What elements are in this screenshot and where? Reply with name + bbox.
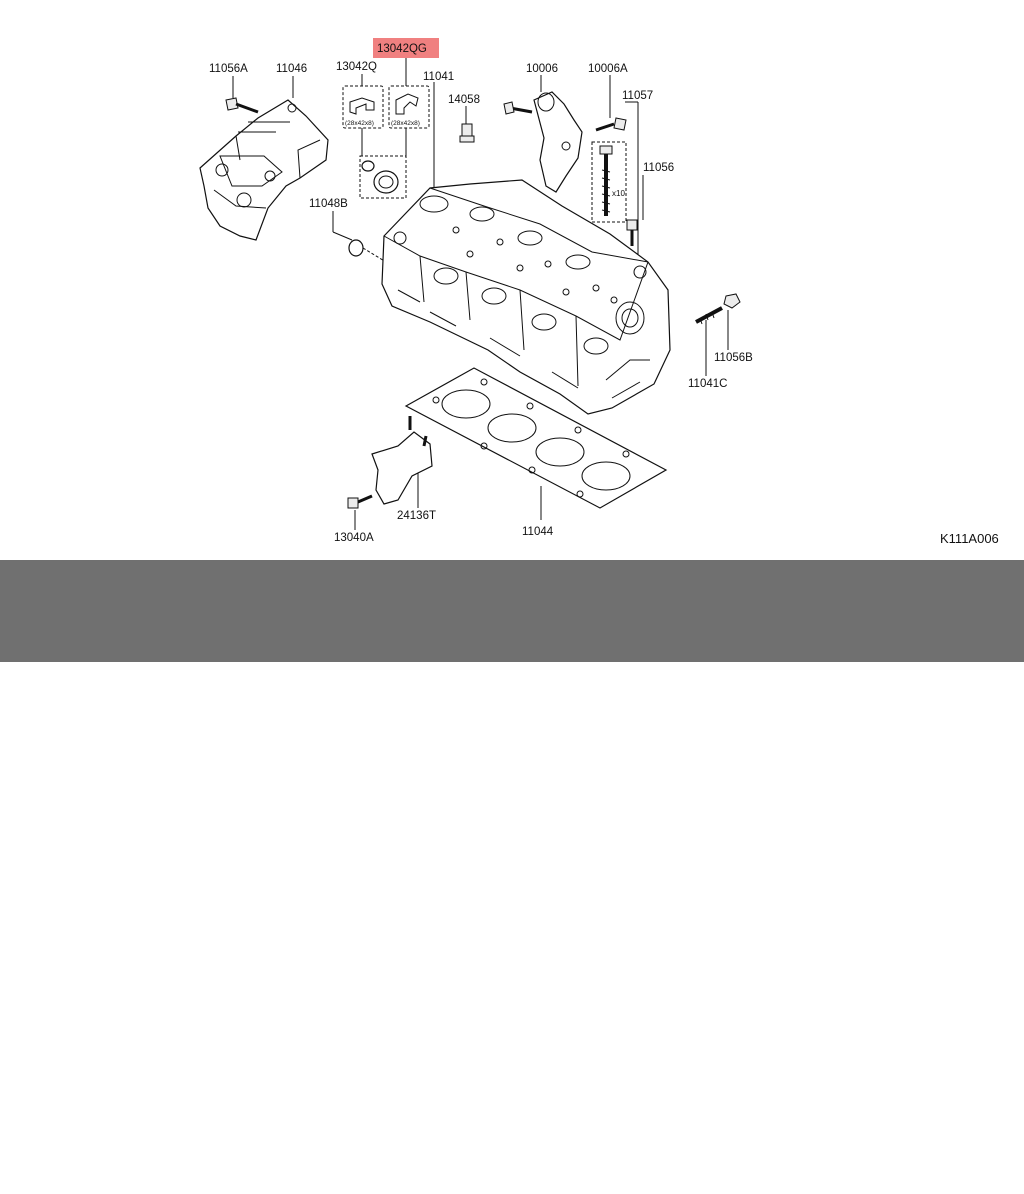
highlight-box [373,38,439,58]
diagram-svg: (28x42x8) (28x42x8) [199,38,999,546]
label-11056A: 11056A [209,63,248,75]
footer-banner: NISSAN INFINITI - 1300100QAC N - 13042QG [0,560,1024,1193]
label-11041C: 11041C [688,378,727,390]
label-11048B: 11048B [309,198,348,210]
footer-part-numbers: NISSAN INFINITI - 1300100QAC N - 13042QG [88,1152,938,1193]
label-11056B: 11056B [714,352,753,364]
label-13040A: 13040A [334,532,374,544]
label-10006A: 10006A [588,63,628,75]
label-11046: 11046 [276,63,307,75]
stud-11041C [695,306,723,325]
bolt-13040A [347,494,373,509]
label-11044: 11044 [522,526,554,538]
cylinder-head-11041 [381,179,671,415]
bracket-11046 [199,97,329,241]
label-14058: 14058 [448,94,480,106]
label-11056: 11056 [643,162,674,174]
seal-dim-2: (28x42x8) [391,120,420,127]
label-11041: 11041 [423,71,454,83]
seals-13042Q: (28x42x8) (28x42x8) [342,85,430,199]
label-11057: 11057 [622,90,653,102]
label-24136T: 24136T [397,510,436,522]
nut-11056B [723,293,741,309]
bolt-10006A [595,117,627,132]
label-13042QG: 13042QG [377,43,427,55]
bolt-11056 [626,219,638,246]
head-bolts-11057: x10 [591,141,627,223]
plug-11048B [348,239,387,263]
label-10006: 10006 [526,63,558,75]
seal-dim-1: (28x42x8) [345,120,374,127]
plug-14058 [459,123,475,143]
label-13042Q: 13042Q [336,61,377,73]
bolt-count: x10 [612,189,625,198]
parts-diagram: (28x42x8) (28x42x8) [0,0,1024,560]
head-gasket-11044 [404,367,668,509]
hook-10006 [503,91,583,193]
bracket-24136T [371,416,433,505]
part-labels: 11056A 11046 13042Q 13042QG 11041 10006 … [209,43,999,546]
diagram-reference-code: K111A006 [940,531,999,546]
